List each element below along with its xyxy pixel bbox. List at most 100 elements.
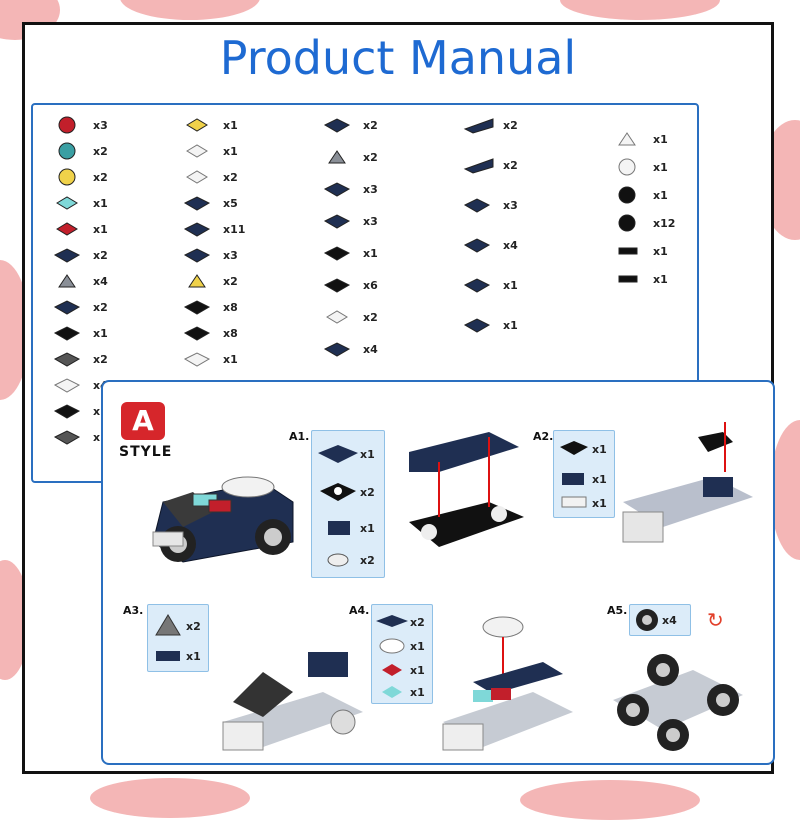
part-qty: x2 bbox=[93, 248, 108, 262]
part-qty: x2 bbox=[93, 352, 108, 366]
cube-black-icon bbox=[53, 401, 85, 421]
step-a2-callout: x1 x1 x1 bbox=[553, 430, 615, 518]
part-qty: x8 bbox=[223, 326, 238, 340]
brick-blue-icon bbox=[323, 179, 355, 199]
part-qty: x1 bbox=[503, 278, 518, 292]
tile-white-icon bbox=[323, 307, 355, 327]
part-qty: x1 bbox=[592, 496, 607, 510]
round-white-icon bbox=[613, 157, 645, 177]
part-qty: x3 bbox=[503, 198, 518, 212]
step-a1-build-illustration bbox=[409, 432, 524, 547]
brick-blue-icon bbox=[183, 219, 215, 239]
part-qty: x1 bbox=[360, 521, 375, 535]
step-a4-callout: x2 x1 x1 x1 bbox=[371, 604, 433, 704]
plate-black-icon bbox=[183, 297, 215, 317]
part-item: x1 bbox=[53, 219, 108, 239]
slope-grey-icon bbox=[53, 271, 85, 291]
black-clip-plate-icon bbox=[560, 441, 588, 455]
part-qty: x1 bbox=[360, 447, 375, 461]
assembly-panel: A STYLE A1. x1 x2 x1 bbox=[101, 380, 775, 765]
part-item: x8 bbox=[183, 297, 238, 317]
part-qty: x1 bbox=[653, 244, 668, 258]
callout-row: x1 bbox=[556, 437, 607, 461]
clip-black-icon bbox=[53, 323, 85, 343]
part-qty: x12 bbox=[653, 216, 676, 230]
grille-tile-icon bbox=[561, 496, 587, 508]
part-qty: x2 bbox=[503, 118, 518, 132]
part-item: x2 bbox=[53, 349, 108, 369]
part-qty: x1 bbox=[223, 352, 238, 366]
wheel-black-icon bbox=[613, 185, 645, 205]
part-item: x2 bbox=[183, 167, 238, 187]
part-qty: x2 bbox=[223, 170, 238, 184]
part-item: x2 bbox=[323, 147, 378, 167]
part-item: x3 bbox=[53, 115, 108, 135]
part-item: x2 bbox=[323, 115, 378, 135]
part-qty: x1 bbox=[653, 160, 668, 174]
callout-row: x4 bbox=[632, 607, 677, 633]
step-a1-callout: x1 x2 x1 x2 bbox=[311, 430, 385, 578]
steer-white-icon bbox=[613, 129, 645, 149]
red-tile-icon bbox=[382, 664, 402, 676]
bg-blob bbox=[560, 0, 720, 20]
part-item: x1 bbox=[323, 243, 378, 263]
part-qty: x2 bbox=[363, 118, 378, 132]
brick-1x2-icon bbox=[328, 521, 350, 535]
bg-blob bbox=[90, 778, 250, 818]
callout-row: x2 bbox=[150, 611, 201, 641]
part-qty: x2 bbox=[93, 300, 108, 314]
part-item: x1 bbox=[613, 129, 668, 149]
part-qty: x1 bbox=[653, 272, 668, 286]
style-badge: A bbox=[121, 402, 165, 440]
round-yellow-icon bbox=[53, 167, 85, 187]
part-item: x6 bbox=[323, 275, 378, 295]
plate-blue-icon bbox=[463, 235, 495, 255]
part-item: x3 bbox=[323, 211, 378, 231]
brick-blue-icon bbox=[323, 339, 355, 359]
blue-plate-icon bbox=[156, 651, 180, 661]
part-item: x8 bbox=[183, 323, 238, 343]
part-item: x2 bbox=[53, 297, 108, 317]
part-item: x1 bbox=[183, 115, 238, 135]
curve-blue-icon bbox=[53, 297, 85, 317]
slope-brick-icon bbox=[155, 614, 181, 636]
callout-row: x1 bbox=[374, 681, 425, 703]
part-item: x2 bbox=[53, 427, 108, 447]
part-qty: x2 bbox=[360, 553, 375, 567]
grey-brick-icon bbox=[53, 349, 85, 369]
part-qty: x2 bbox=[360, 485, 375, 499]
part-item: x3 bbox=[183, 245, 238, 265]
finished-car-illustration bbox=[152, 476, 294, 563]
step-a4-build-illustration bbox=[442, 616, 573, 751]
part-qty: x2 bbox=[223, 274, 238, 288]
plate-black-icon bbox=[183, 323, 215, 343]
callout-row: x1 bbox=[374, 659, 425, 681]
axle-black-icon bbox=[613, 269, 645, 289]
brick-blue-icon bbox=[183, 193, 215, 213]
part-item: x12 bbox=[613, 213, 675, 233]
plate-blue-icon bbox=[323, 211, 355, 231]
part-qty: x1 bbox=[592, 472, 607, 486]
part-item: x5 bbox=[183, 193, 238, 213]
callout-row: x1 bbox=[374, 635, 425, 657]
step-a2-label: A2. bbox=[533, 430, 554, 443]
step-a3-build-illustration bbox=[222, 652, 363, 751]
part-item: x1 bbox=[613, 241, 668, 261]
black-plate-icon bbox=[320, 483, 356, 501]
tile-cyan-icon bbox=[53, 193, 85, 213]
part-qty: x1 bbox=[223, 118, 238, 132]
part-qty: x3 bbox=[363, 214, 378, 228]
callout-row: x1 bbox=[556, 467, 607, 491]
part-item: x4 bbox=[53, 375, 108, 395]
part-item: x1 bbox=[183, 349, 238, 369]
callout-row: x2 bbox=[316, 479, 375, 505]
plate-blue-icon bbox=[463, 195, 495, 215]
part-qty: x2 bbox=[363, 150, 378, 164]
part-qty: x8 bbox=[223, 300, 238, 314]
part-item: x4 bbox=[323, 339, 378, 359]
part-item: x4 bbox=[463, 235, 518, 255]
tile-white-icon bbox=[183, 141, 215, 161]
part-item: x1 bbox=[53, 193, 108, 213]
page-title: Product Manual bbox=[219, 31, 577, 85]
part-qty: x1 bbox=[410, 639, 425, 653]
